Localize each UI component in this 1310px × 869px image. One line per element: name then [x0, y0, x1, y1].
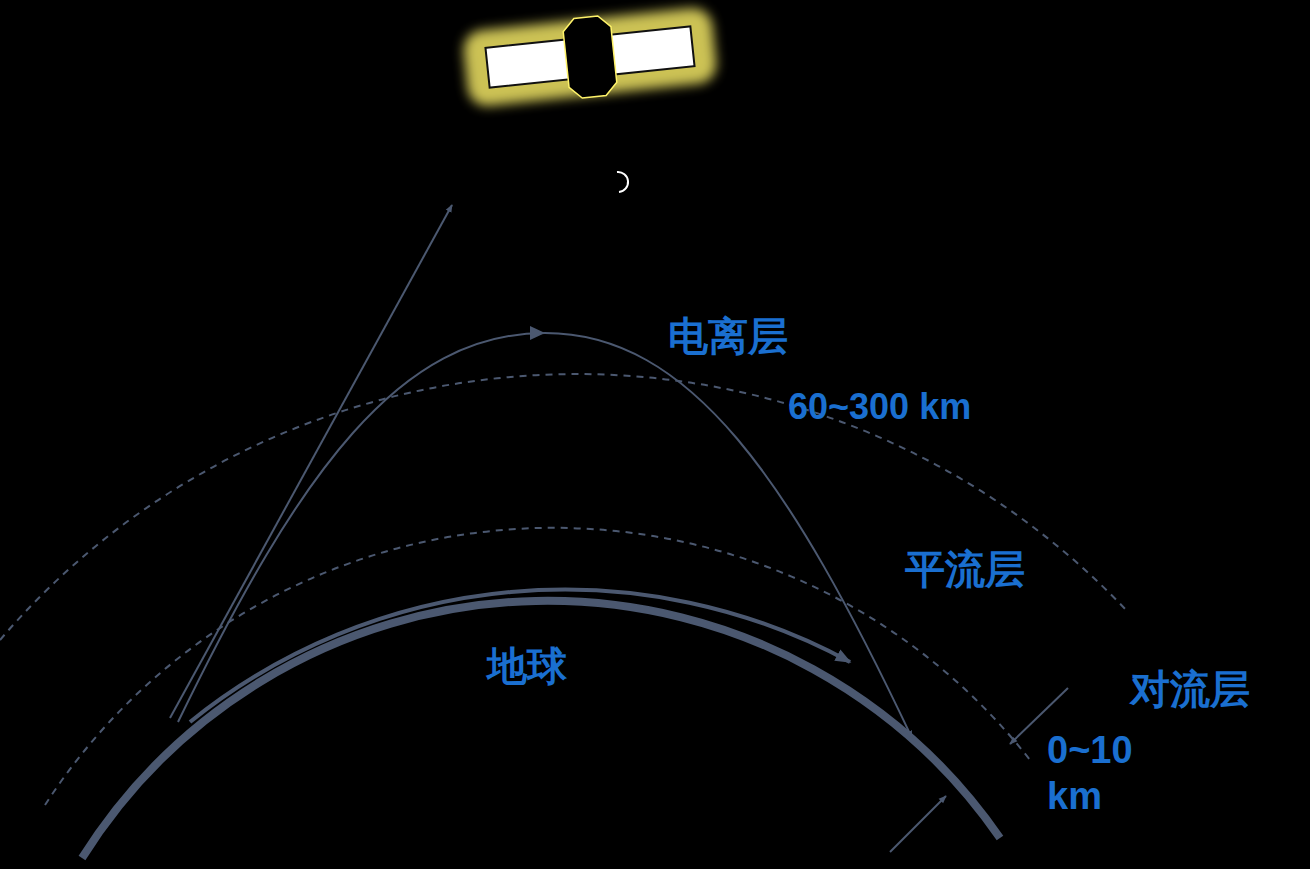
- dimension-pointer: [890, 796, 946, 852]
- direct-wave: [170, 205, 452, 718]
- layer-label: 对流层: [1130, 665, 1250, 713]
- satellite-glow: [462, 6, 719, 108]
- satellite: [462, 4, 719, 110]
- solar-panel: [609, 26, 695, 74]
- sky-wave-arrow: [530, 326, 545, 340]
- ground-wave: [190, 590, 850, 722]
- layer-label: 0~10 km: [1047, 728, 1167, 819]
- satellite-body: [562, 15, 618, 100]
- solar-panel: [485, 39, 571, 87]
- layer-label: 地球: [487, 642, 567, 690]
- layer-label: 平流层: [905, 545, 1025, 593]
- layer-label: 电离层: [668, 312, 788, 360]
- layer-label: 60~300 km: [788, 385, 971, 428]
- small-mark: [617, 172, 628, 192]
- troposphere-boundary: [45, 528, 1030, 805]
